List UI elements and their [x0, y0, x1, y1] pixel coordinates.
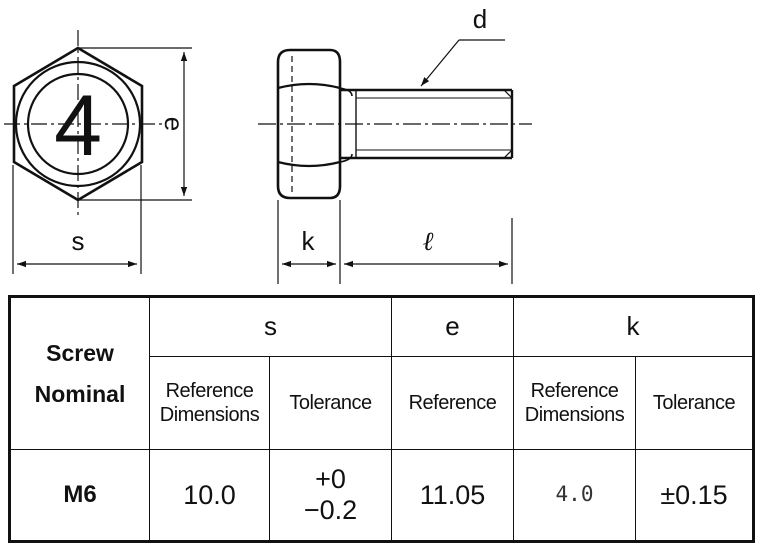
dimension-k-l: [277, 200, 513, 284]
table-header-row-1: Screw Nominal s e k: [9, 296, 754, 450]
cell-k-tolerance: ±0.15: [635, 449, 754, 542]
cell-e-reference: 11.05: [391, 449, 514, 542]
cell-k-reference: 4.0: [513, 449, 636, 542]
table-row: M6 10.0 +0 −0.2 11.05 4.0 ±0.15: [9, 449, 754, 542]
cell-s-reference: 10.0: [149, 449, 270, 542]
dimension-d-leader: [420, 39, 505, 87]
bolt-side-view: [258, 48, 532, 200]
header-e: e: [391, 296, 514, 357]
head-marking-number: 4: [54, 78, 102, 174]
header-s: s: [149, 296, 392, 357]
header-k-reference: Reference Dimensions: [513, 356, 636, 450]
header-e-reference: Reference: [391, 356, 514, 450]
header-k: k: [513, 296, 754, 357]
header-k-tolerance: Tolerance: [635, 356, 754, 450]
bolt-technical-drawing: 4 e s: [4, 4, 532, 284]
cell-nominal: M6: [9, 449, 150, 542]
dimension-e-label: e: [159, 117, 189, 131]
dimension-k-label: k: [302, 226, 316, 256]
dimension-l-label: ℓ: [423, 227, 434, 256]
dimension-s-label: s: [72, 226, 85, 256]
cell-s-tolerance: +0 −0.2: [269, 449, 392, 542]
dimension-e: [78, 47, 192, 201]
header-s-reference: Reference Dimensions: [149, 356, 270, 450]
cell-s-tolerance-lower: −0.2: [303, 495, 358, 525]
hex-head-top-view: [4, 30, 162, 218]
dimension-d-label: d: [473, 4, 487, 34]
cell-s-tolerance-upper: +0: [315, 463, 346, 494]
header-screw-nominal: Screw Nominal: [9, 296, 150, 450]
dimension-s: [12, 165, 142, 274]
table-header-row-2: Reference Dimensions Tolerance Reference…: [10, 356, 754, 450]
header-s-tolerance: Tolerance: [269, 356, 392, 450]
dimension-spec-table: Screw Nominal s e k Reference Dimensions…: [8, 295, 755, 543]
